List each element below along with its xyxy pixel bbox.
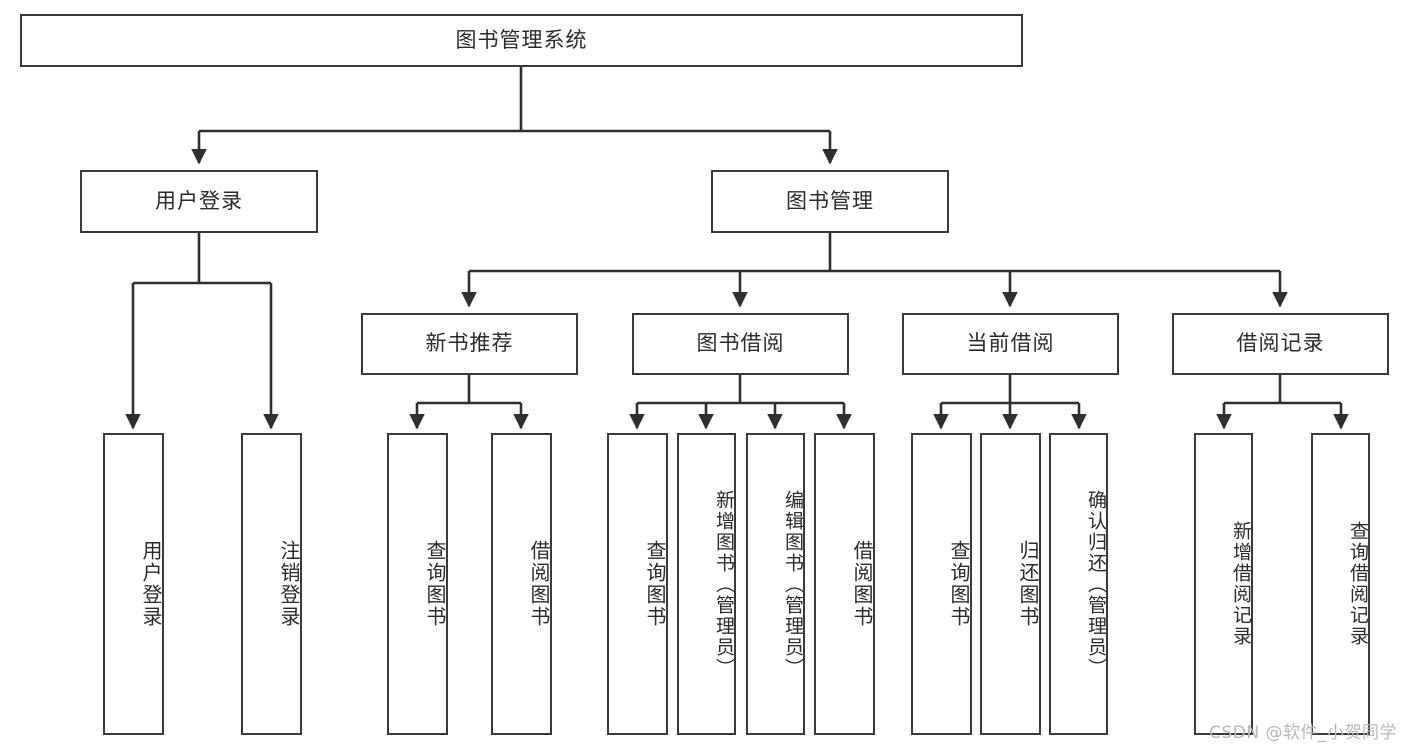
node-leaf-query-book-a-label: 查询图书: [423, 540, 447, 628]
watermark: CSDN @软件_小贺同学: [1209, 723, 1397, 743]
node-leaf-query-book-c-label: 查询图书: [947, 540, 971, 628]
node-leaf-user-login-label: 用户登录: [139, 540, 163, 628]
node-leaf-edit-book-label: 编辑图书（管理员）: [782, 489, 804, 679]
node-leaf-query-book-c[interactable]: 查询图书: [911, 433, 972, 735]
node-leaf-add-record[interactable]: 新增借阅记录: [1194, 433, 1253, 735]
node-borrow-record-label: 借阅记录: [1236, 331, 1325, 356]
node-leaf-add-record-label: 新增借阅记录: [1230, 521, 1252, 647]
node-leaf-query-book-b[interactable]: 查询图书: [607, 433, 668, 735]
node-user-login-label: 用户登录: [155, 188, 243, 213]
node-book-borrow[interactable]: 图书借阅: [632, 313, 849, 375]
node-borrow-record[interactable]: 借阅记录: [1172, 313, 1389, 375]
node-root[interactable]: 图书管理系统: [20, 14, 1023, 67]
node-current-borrow[interactable]: 当前借阅: [902, 313, 1119, 375]
node-root-label: 图书管理系统: [455, 27, 588, 52]
node-leaf-user-login[interactable]: 用户登录: [103, 433, 164, 735]
node-book-manage-label: 图书管理: [786, 188, 874, 213]
node-leaf-edit-book[interactable]: 编辑图书（管理员）: [746, 433, 805, 735]
node-leaf-add-book-label: 新增图书（管理员）: [713, 489, 735, 679]
node-leaf-return-book[interactable]: 归还图书: [980, 433, 1041, 735]
node-leaf-confirm-return[interactable]: 确认归还（管理员）: [1049, 433, 1108, 735]
node-leaf-query-record[interactable]: 查询借阅记录: [1311, 433, 1370, 735]
node-leaf-return-book-label: 归还图书: [1016, 540, 1040, 628]
node-leaf-borrow-book-b[interactable]: 借阅图书: [814, 433, 875, 735]
node-leaf-borrow-book-a[interactable]: 借阅图书: [491, 433, 552, 735]
node-new-book-rec[interactable]: 新书推荐: [361, 313, 578, 375]
node-user-login[interactable]: 用户登录: [80, 170, 318, 233]
node-leaf-add-book[interactable]: 新增图书（管理员）: [677, 433, 736, 735]
node-leaf-logout-label: 注销登录: [277, 540, 301, 628]
node-new-book-rec-label: 新书推荐: [425, 331, 514, 356]
node-leaf-confirm-return-label: 确认归还（管理员）: [1085, 489, 1107, 679]
node-leaf-logout[interactable]: 注销登录: [241, 433, 302, 735]
node-leaf-borrow-book-b-label: 借阅图书: [850, 540, 874, 628]
node-leaf-query-book-a[interactable]: 查询图书: [387, 433, 448, 735]
node-leaf-query-book-b-label: 查询图书: [643, 540, 667, 628]
node-book-manage[interactable]: 图书管理: [711, 170, 949, 233]
node-current-borrow-label: 当前借阅: [966, 331, 1055, 356]
node-leaf-query-record-label: 查询借阅记录: [1347, 521, 1369, 647]
node-book-borrow-label: 图书借阅: [696, 331, 785, 356]
node-leaf-borrow-book-a-label: 借阅图书: [527, 540, 551, 628]
